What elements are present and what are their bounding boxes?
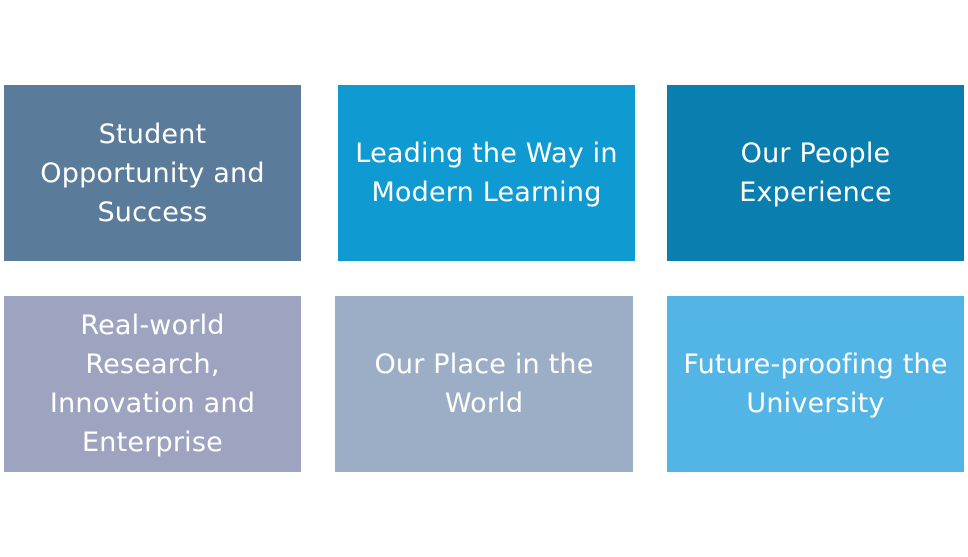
tile-label: Our Place in the World bbox=[374, 349, 594, 419]
tile-label: Student Opportunity and Success bbox=[40, 118, 265, 228]
tile-student-opportunity: Student Opportunity and Success bbox=[4, 85, 301, 261]
tile-label: Our People Experience bbox=[739, 138, 892, 208]
tile-research-innovation: Real-world Research, Innovation and Ente… bbox=[4, 296, 301, 472]
tile-label: Future-proofing the University bbox=[683, 349, 948, 419]
tile-future-proofing: Future-proofing the University bbox=[667, 296, 964, 472]
tile-label: Real-world Research, Innovation and Ente… bbox=[49, 310, 256, 458]
tile-people-experience: Our People Experience bbox=[667, 85, 964, 261]
tile-label: Leading the Way in Modern Learning bbox=[355, 138, 618, 208]
tile-place-in-world: Our Place in the World bbox=[335, 296, 633, 472]
tile-modern-learning: Leading the Way in Modern Learning bbox=[338, 85, 635, 261]
